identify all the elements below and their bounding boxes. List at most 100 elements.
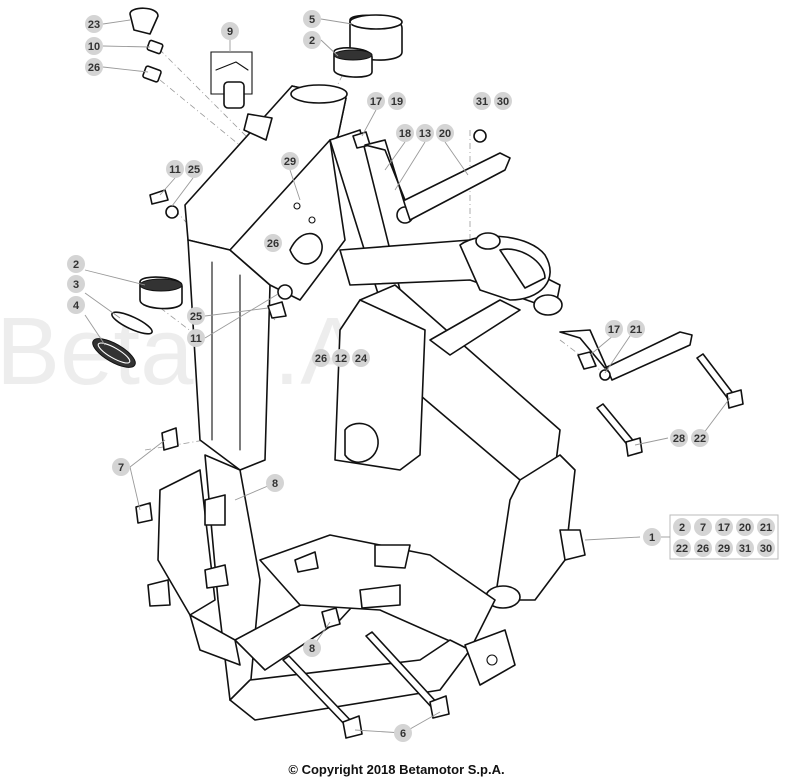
callout-23: 23 xyxy=(85,15,103,33)
callout-bubble xyxy=(691,429,709,447)
svg-text:30: 30 xyxy=(497,96,509,108)
svg-text:13: 13 xyxy=(419,128,431,140)
kit-item-22: 22 xyxy=(673,539,691,557)
callout-30-top: 30 xyxy=(494,92,512,110)
svg-text:25: 25 xyxy=(190,311,202,323)
svg-text:2: 2 xyxy=(309,35,315,47)
kit-item-bubble xyxy=(757,539,775,557)
callout-bubble xyxy=(473,92,491,110)
kit-item-label: 2 xyxy=(679,522,685,534)
svg-text:25: 25 xyxy=(188,164,200,176)
svg-text:26: 26 xyxy=(315,353,327,365)
callout-6: 6 xyxy=(394,724,412,742)
svg-text:4: 4 xyxy=(73,300,80,312)
callout-17-right: 17 xyxy=(605,320,623,338)
callout-bubble xyxy=(416,124,434,142)
callout-bubble xyxy=(266,474,284,492)
svg-text:20: 20 xyxy=(439,128,451,140)
svg-text:23: 23 xyxy=(88,19,100,31)
callout-18: 18 xyxy=(396,124,414,142)
svg-text:17: 17 xyxy=(608,324,620,336)
callout-4: 4 xyxy=(67,296,85,314)
callout-bubble xyxy=(166,160,184,178)
kit-item-label: 7 xyxy=(700,522,706,534)
svg-text:28: 28 xyxy=(673,433,685,445)
callout-bubble xyxy=(303,10,321,28)
kit-item-21: 21 xyxy=(757,518,775,536)
callout-bubble xyxy=(332,349,350,367)
callout-bubble xyxy=(185,160,203,178)
kit-item-bubble xyxy=(715,539,733,557)
callout-bubble xyxy=(388,92,406,110)
callout-bubble xyxy=(643,528,661,546)
svg-text:5: 5 xyxy=(309,14,315,26)
callout-bubble xyxy=(352,349,370,367)
svg-text:17: 17 xyxy=(370,96,382,108)
kit-item-30: 30 xyxy=(757,539,775,557)
callout-26-mid: 26 xyxy=(264,234,282,252)
svg-text:1: 1 xyxy=(649,532,655,544)
callouts: 23 10 26 9 5 2 17 19 31 30 18 13 20 11 2… xyxy=(67,10,709,742)
svg-text:12: 12 xyxy=(335,353,347,365)
svg-text:6: 6 xyxy=(400,728,406,740)
callout-31-top: 31 xyxy=(473,92,491,110)
callout-bubble xyxy=(67,296,85,314)
callout-bubble xyxy=(85,37,103,55)
svg-text:29: 29 xyxy=(284,156,296,168)
kit-item-label: 30 xyxy=(760,543,772,555)
kit-item-label: 29 xyxy=(718,543,730,555)
callout-20-top: 20 xyxy=(436,124,454,142)
callout-bubble xyxy=(605,320,623,338)
kit-item-label: 17 xyxy=(718,522,730,534)
callout-17-top: 17 xyxy=(367,92,385,110)
callout-26-low: 26 xyxy=(312,349,330,367)
callout-25-left: 25 xyxy=(187,307,205,325)
callout-19: 19 xyxy=(388,92,406,110)
callout-24: 24 xyxy=(352,349,370,367)
copyright-notice: © Copyright 2018 Betamotor S.p.A. xyxy=(288,762,505,777)
callout-bubble xyxy=(303,639,321,657)
svg-text:10: 10 xyxy=(88,41,100,53)
callout-bubble xyxy=(85,58,103,76)
callout-bubble xyxy=(67,255,85,273)
svg-text:22: 22 xyxy=(694,433,706,445)
callout-bubble xyxy=(670,429,688,447)
kit-item-bubble xyxy=(673,539,691,557)
kit-item-bubble xyxy=(736,518,754,536)
kit-item-label: 21 xyxy=(760,522,772,534)
motorcycle-frame xyxy=(147,84,586,721)
kit-item-2: 2 xyxy=(673,518,691,536)
svg-text:31: 31 xyxy=(476,96,488,108)
kit-item-bubble xyxy=(736,539,754,557)
callout-bubble xyxy=(221,22,239,40)
callout-bubble xyxy=(187,307,205,325)
callout-bubble xyxy=(303,31,321,49)
kit-item-7: 7 xyxy=(694,518,712,536)
callout-12: 12 xyxy=(332,349,350,367)
kit-item-17: 17 xyxy=(715,518,733,536)
callout-2-left: 2 xyxy=(67,255,85,273)
callout-bubble xyxy=(367,92,385,110)
callout-29: 29 xyxy=(281,152,299,170)
callout-13: 13 xyxy=(416,124,434,142)
callout-11-left: 11 xyxy=(187,329,205,347)
svg-text:2: 2 xyxy=(73,259,79,271)
callout-bubble xyxy=(396,124,414,142)
callout-26-top: 26 xyxy=(85,58,103,76)
svg-text:9: 9 xyxy=(227,26,233,38)
callout-bubble xyxy=(436,124,454,142)
svg-text:19: 19 xyxy=(391,96,403,108)
callout-8-low: 8 xyxy=(303,639,321,657)
kit-item-bubble xyxy=(694,518,712,536)
svg-text:11: 11 xyxy=(190,333,202,345)
svg-text:26: 26 xyxy=(267,238,279,250)
callout-bubble xyxy=(494,92,512,110)
callout-bubble xyxy=(264,234,282,252)
kit-item-31: 31 xyxy=(736,539,754,557)
callout-bubble xyxy=(187,329,205,347)
kit-item-29: 29 xyxy=(715,539,733,557)
svg-text:24: 24 xyxy=(355,353,368,365)
callout-8-mid: 8 xyxy=(266,474,284,492)
callout-2-top: 2 xyxy=(303,31,321,49)
